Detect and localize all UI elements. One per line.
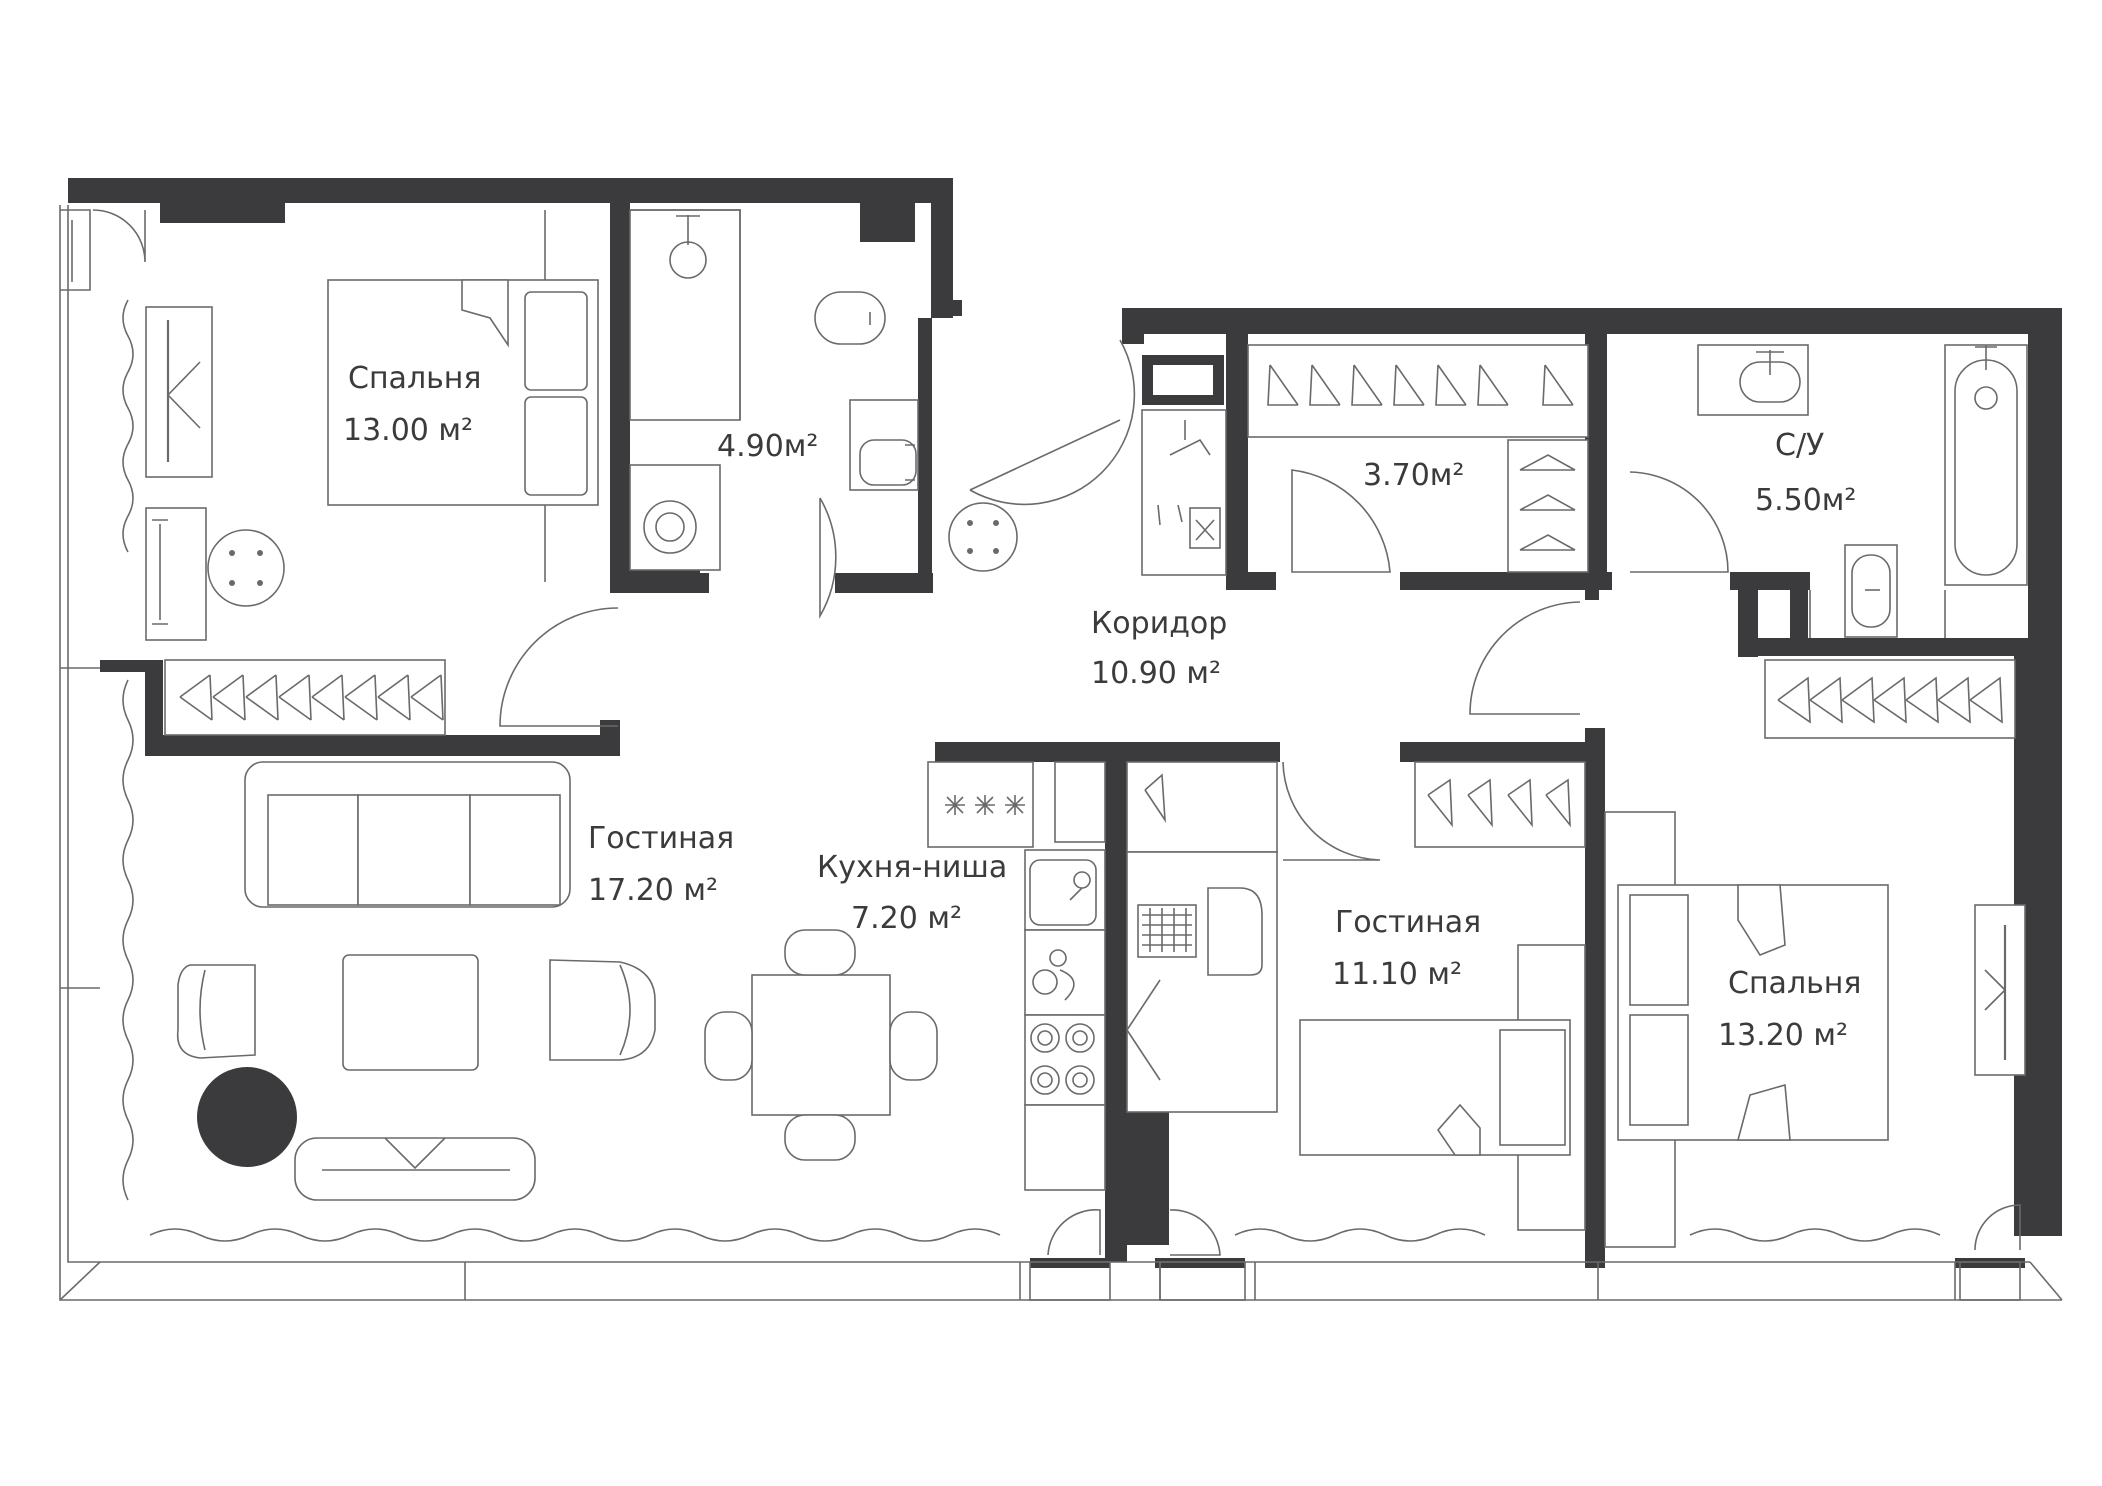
bathroom-small-furniture xyxy=(629,209,1018,572)
corridor-name: Коридор xyxy=(1091,606,1227,641)
living-right-area: 11.10 м² xyxy=(1332,957,1462,992)
kitchen-furniture xyxy=(704,761,1106,1191)
living-left-furniture xyxy=(176,761,656,1201)
living-left-area: 17.20 м² xyxy=(588,873,718,908)
bedroom-left-area: 13.00 м² xyxy=(343,413,473,448)
bathroom-right-name: С/У xyxy=(1775,428,1824,463)
living-right-furniture xyxy=(1126,761,1586,1231)
bedroom-right-area: 13.20 м² xyxy=(1718,1018,1848,1053)
doors xyxy=(92,209,2021,1256)
walls xyxy=(68,178,2062,1268)
bathroom-small-area: 4.90м² xyxy=(717,429,818,464)
bedroom-right-furniture xyxy=(1604,811,2026,1248)
bathroom-right-furniture xyxy=(1697,344,2028,638)
bedroom-right-name: Спальня xyxy=(1728,966,1861,1001)
bedroom-left-name: Спальня xyxy=(348,361,481,396)
bathroom-right-area: 5.50м² xyxy=(1755,483,1856,518)
wardrobe-area: 3.70м² xyxy=(1363,458,1464,493)
bedroom-left-furniture xyxy=(145,210,599,641)
wardrobe-left xyxy=(164,659,446,736)
corridor-storage xyxy=(1141,409,1227,576)
kitchen-area: 7.20 м² xyxy=(851,901,962,936)
living-left-name: Гостиная xyxy=(588,821,734,856)
living-right-name: Гостиная xyxy=(1335,905,1481,940)
corridor-area: 10.90 м² xyxy=(1091,656,1221,691)
room-labels: Спальня 13.00 м² 4.90м² 3.70м² С/У 5.50м… xyxy=(343,361,1861,1053)
wardrobe-room-furniture xyxy=(1247,344,1589,573)
windows xyxy=(59,205,2063,1301)
kitchen-name: Кухня-ниша xyxy=(817,850,1007,885)
wardrobe-right xyxy=(1764,659,2016,739)
curtains xyxy=(122,299,1941,1242)
